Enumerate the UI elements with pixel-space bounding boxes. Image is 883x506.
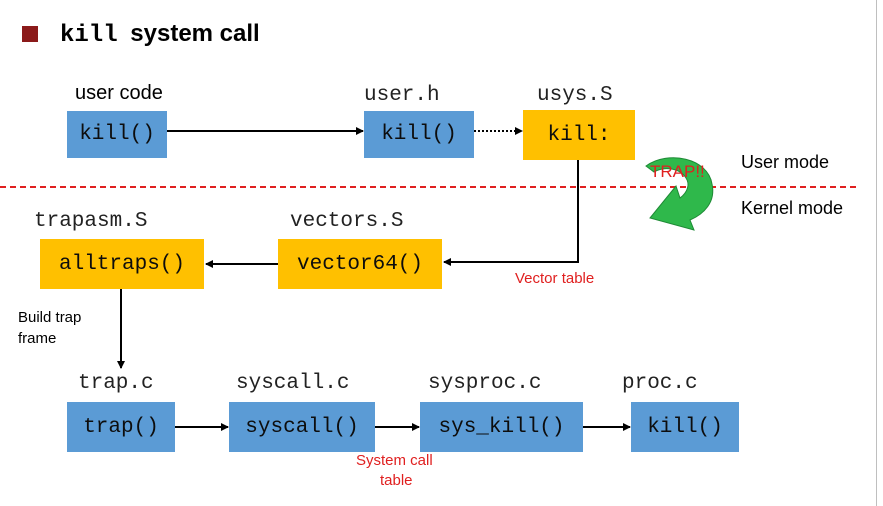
slide-right-edge: [876, 0, 877, 506]
label-vectors-s: vectors.S: [290, 210, 404, 233]
box-alltraps: alltraps(): [40, 239, 204, 289]
arrow-usys-to-vector64: [443, 160, 579, 266]
build-trap-frame-line2: frame: [18, 330, 57, 347]
box-proc-kill: kill(): [631, 402, 739, 452]
slide-title: kill system call: [60, 20, 260, 49]
box-userh-kill: kill(): [364, 111, 474, 158]
title-keyword: kill: [60, 22, 118, 49]
title-rest: system call: [130, 20, 260, 47]
label-usys-s: usys.S: [537, 84, 613, 107]
trap-curved-arrow: [645, 157, 714, 231]
box-user-kill: kill(): [67, 111, 167, 158]
title-bullet: [22, 26, 38, 42]
kernel-mode-label: Kernel mode: [741, 198, 844, 218]
box-sys-kill: sys_kill(): [420, 402, 583, 452]
box-trap: trap(): [67, 402, 175, 452]
box-syscall: syscall(): [229, 402, 375, 452]
user-mode-label: User mode: [741, 152, 830, 172]
system-call-table-line1: System call: [356, 452, 433, 469]
label-syscall-c: syscall.c: [236, 372, 350, 395]
box-usys-kill: kill:: [523, 110, 635, 160]
build-trap-frame-line1: Build trap: [18, 309, 82, 326]
trap-label: TRAP!!: [650, 162, 705, 181]
label-trapasm-s: trapasm.S: [34, 210, 148, 233]
box-vector64: vector64(): [278, 239, 442, 289]
label-sysproc-c: sysproc.c: [428, 372, 542, 395]
vector-table-label: Vector table: [515, 270, 595, 287]
label-proc-c: proc.c: [622, 372, 698, 395]
system-call-table-line2: table: [380, 472, 413, 489]
label-user-code: user code: [75, 82, 163, 104]
label-user-h: user.h: [364, 84, 440, 107]
label-trap-c: trap.c: [78, 372, 154, 395]
